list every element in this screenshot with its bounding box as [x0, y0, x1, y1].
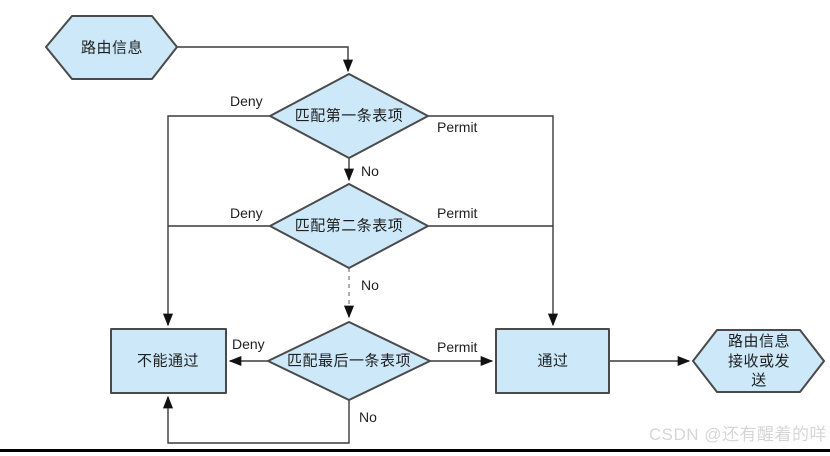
edge-label-permit-2: Permit [437, 205, 478, 221]
node-match1-label: 匹配第一条表项 [294, 107, 404, 125]
node-match2-label: 匹配第二条表项 [294, 217, 404, 235]
node-match3-diamond [267, 321, 431, 401]
node-pass-label: 通过 [537, 352, 569, 370]
node-fail-label: 不能通过 [136, 352, 200, 370]
edge-match1-permit [428, 115, 559, 327]
edge-label-permit-3: Permit [437, 339, 478, 355]
edge-label-permit-1: Permit [437, 119, 478, 135]
edge-label-no-3: No [359, 409, 377, 425]
edge-match3-no-loop [162, 395, 350, 444]
edge-label-deny-2: Deny [230, 205, 263, 221]
edge-label-no-2: No [361, 277, 379, 293]
node-end-label: 路由信息 接收或发送 [727, 332, 790, 389]
node-start-hexagon [45, 15, 178, 80]
edge-label-deny-3: Deny [232, 336, 265, 352]
node-pass-rect [495, 328, 610, 394]
node-start-label: 路由信息 [80, 39, 144, 57]
edge-label-deny-1: Deny [230, 93, 263, 109]
node-end-hexagon [692, 329, 825, 393]
node-match2-diamond [269, 183, 429, 269]
node-match3-label: 匹配最后一条表项 [286, 352, 412, 370]
csdn-watermark: CSDN @还有醒着的咩 [648, 425, 827, 444]
node-match1-diamond [269, 73, 429, 159]
node-fail-rect [110, 328, 227, 394]
edge-start-to-match1 [177, 46, 354, 73]
edge-match1-deny [162, 115, 270, 327]
edge-label-no-1: No [361, 163, 379, 179]
bottom-divider [0, 449, 830, 452]
